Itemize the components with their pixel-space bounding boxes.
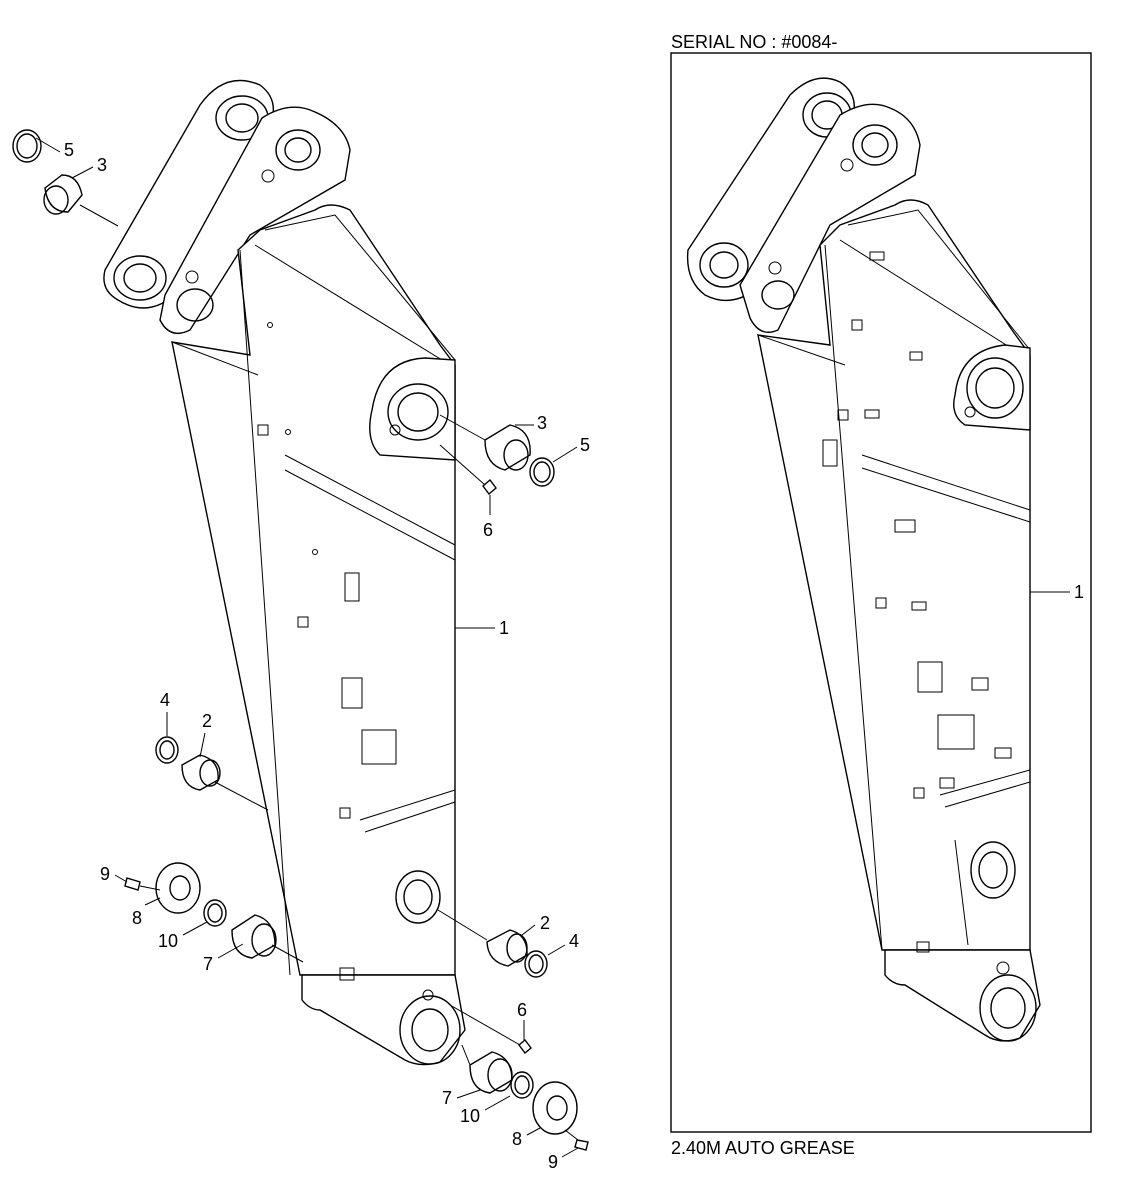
callout-arm-left: 1 [499, 618, 509, 638]
callout-5-top: 5 [64, 140, 74, 160]
callout-2-lower: 2 [540, 913, 550, 933]
callout-9-right: 9 [548, 1152, 558, 1172]
callout-6-lower: 6 [517, 1000, 527, 1020]
callout-10-left: 10 [158, 931, 178, 951]
callout-3-mid: 3 [537, 413, 547, 433]
callout-10-right: 10 [460, 1106, 480, 1126]
callout-9-left: 9 [100, 864, 110, 884]
variant-label: 2.40M AUTO GREASE [671, 1138, 855, 1158]
callout-8-left: 8 [132, 908, 142, 928]
callout-5-mid: 5 [580, 435, 590, 455]
callout-7-left: 7 [203, 954, 213, 974]
serial-number-label: SERIAL NO : #0084- [671, 32, 837, 52]
variant-frame [670, 52, 1092, 1133]
exploded-parts-left [12, 129, 589, 1151]
callout-3-top: 3 [97, 155, 107, 175]
arm-assembly-left [103, 79, 466, 1066]
callout-2-upper: 2 [202, 711, 212, 731]
callout-8-right: 8 [512, 1129, 522, 1149]
callout-4-lower: 4 [569, 931, 579, 951]
leader-lines-left [35, 137, 579, 1158]
callouts-left: 1 5 3 3 5 6 4 2 2 4 9 8 10 7 6 7 10 8 9 [64, 140, 590, 1172]
arm-assembly-right [686, 77, 1041, 1042]
callout-4-upper: 4 [160, 690, 170, 710]
callout-7-right: 7 [442, 1088, 452, 1108]
callout-6-upper: 6 [483, 520, 493, 540]
callout-arm-right: 1 [1074, 582, 1084, 602]
